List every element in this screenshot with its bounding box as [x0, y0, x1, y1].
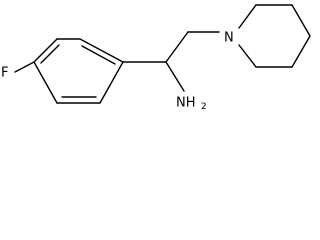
- piperidine-ring: [238, 4, 311, 68]
- amine-label: NH 2: [176, 96, 207, 113]
- bond: [238, 4, 257, 29]
- piperidine-nitrogen-label: N: [224, 31, 234, 46]
- benzene-ring: [33, 38, 124, 104]
- bond: [33, 38, 58, 63]
- bond: [33, 61, 58, 104]
- bond-chiral-carbon-amine: [165, 61, 185, 92]
- bond: [99, 61, 124, 104]
- chemical-structure: F NH 2 N: [1, 4, 311, 113]
- fluorine-label: F: [1, 66, 8, 81]
- bond-chiral-carbon-methylene: [165, 31, 189, 63]
- amine-subscript: 2: [201, 102, 207, 112]
- bond: [238, 44, 257, 68]
- amine-main-label: NH: [176, 96, 196, 111]
- bond-ring-fluorine: [14, 61, 35, 73]
- aromatic-inner-bond: [81, 45, 116, 65]
- aromatic-inner-bond: [40, 44, 60, 64]
- bond: [291, 35, 311, 68]
- bond: [291, 4, 311, 37]
- bond: [79, 38, 124, 63]
